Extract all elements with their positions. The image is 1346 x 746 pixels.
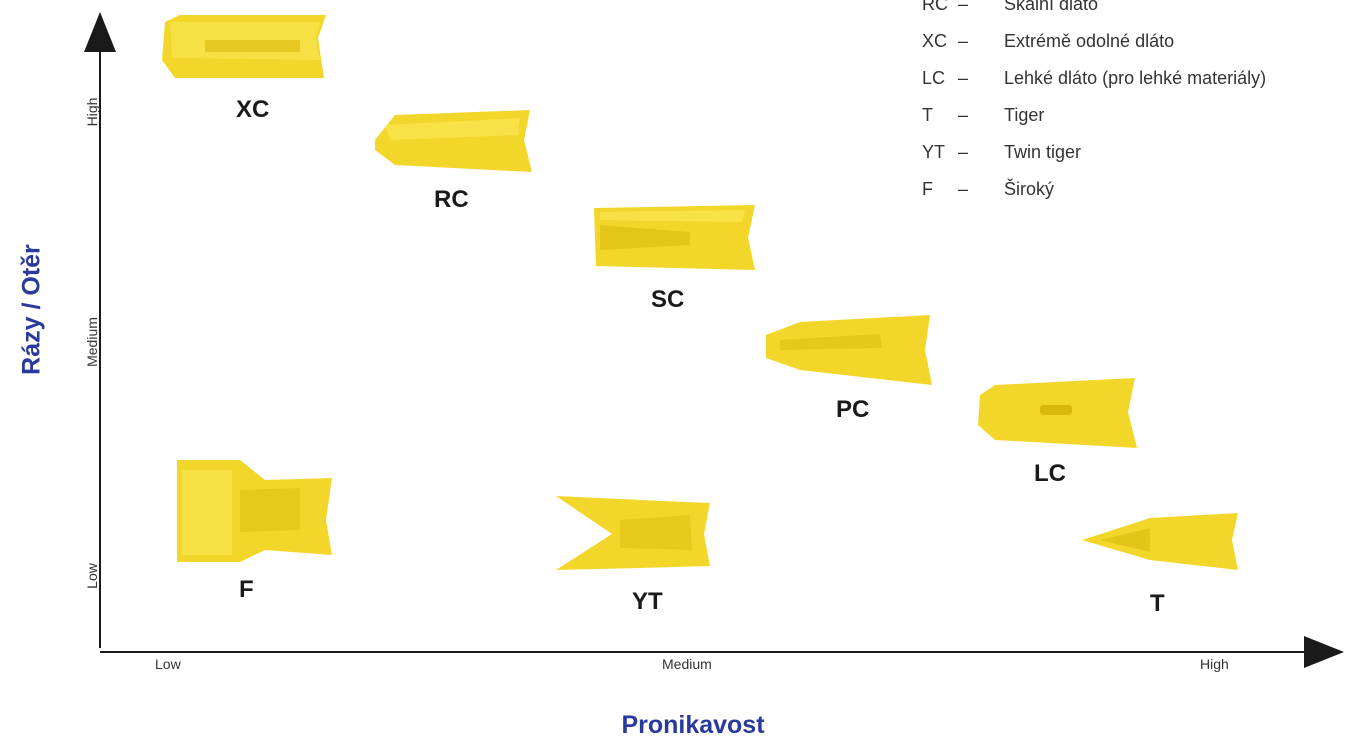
legend-item: LC – Lehké dláto (pro lehké materiály) [922, 60, 1266, 97]
legend-text: Twin tiger [1004, 142, 1082, 162]
tooth-label-rc: RC [434, 186, 469, 213]
legend-item: RC – Skalní dláto [922, 0, 1266, 23]
legend-item: YT – Twin tiger [922, 134, 1266, 171]
y-axis-arrow-icon [84, 12, 116, 52]
tooth-label-xc: XC [236, 96, 270, 123]
tooth-shape-f [177, 460, 332, 562]
legend-dash: – [958, 0, 969, 14]
legend-dash: – [958, 179, 969, 199]
x-tick-high: High [1200, 656, 1229, 672]
legend-text: Extrémě odolné dláto [1004, 31, 1175, 51]
tooth-shape-pc [766, 315, 932, 385]
y-tick-low: Low [84, 563, 100, 589]
legend-item: F – Široký [922, 171, 1266, 208]
tooth-label-f: F [239, 576, 254, 603]
x-axis-arrow-icon [1304, 636, 1344, 668]
tooth-shape-rc [375, 110, 532, 172]
legend-dash: – [958, 31, 969, 51]
legend-code: T [922, 105, 933, 125]
legend-text: Skalní dláto [1004, 0, 1099, 14]
legend-dash: – [958, 68, 969, 88]
legend-code: YT [922, 142, 946, 162]
legend-text: Lehké dláto (pro lehké materiály) [1004, 68, 1267, 88]
tooth-shape-xc [162, 15, 326, 78]
legend-code: RC [922, 0, 948, 14]
legend-text: Široký [1004, 179, 1055, 199]
legend-item: T – Tiger [922, 97, 1266, 134]
x-tick-medium: Medium [662, 656, 712, 672]
y-tick-high: High [84, 97, 100, 127]
tooth-shape-yt [556, 496, 710, 570]
tooth-label-sc: SC [651, 286, 685, 313]
tooth-label-t: T [1150, 590, 1165, 617]
tooth-label-lc: LC [1034, 460, 1066, 487]
legend-dash: – [958, 142, 969, 162]
x-tick-low: Low [155, 656, 181, 672]
legend: RC – Skalní dláto XC – Extrémě odolné dl… [922, 0, 1266, 208]
x-axis-title: Pronikavost [621, 711, 765, 739]
tooth-shape-sc [594, 205, 755, 270]
legend-code: F [922, 179, 933, 199]
y-axis-title: Rázy / Otěr [17, 244, 46, 375]
legend-item: XC – Extrémě odolné dláto [922, 23, 1266, 60]
y-tick-medium: Medium [84, 317, 100, 367]
legend-text: Tiger [1004, 105, 1045, 125]
tooth-label-yt: YT [632, 588, 663, 615]
legend-code: XC [922, 31, 948, 51]
tooth-label-pc: PC [836, 396, 870, 423]
legend-code: LC [922, 68, 946, 88]
tooth-shape-lc [978, 378, 1137, 448]
tooth-shape-t [1082, 513, 1238, 570]
legend-dash: – [958, 105, 969, 125]
